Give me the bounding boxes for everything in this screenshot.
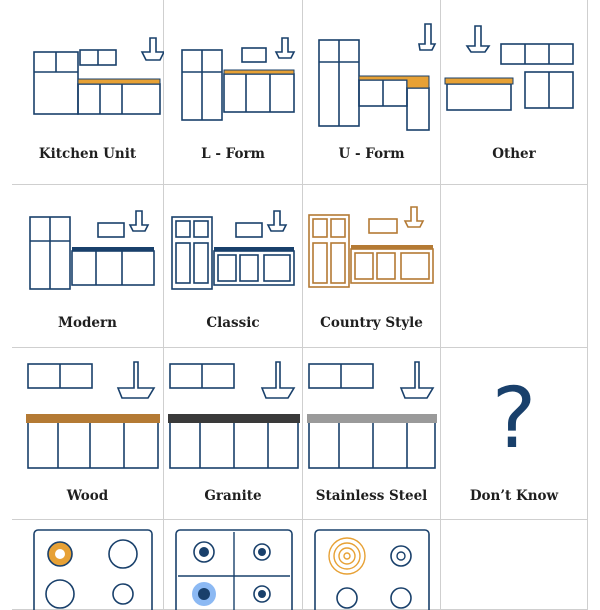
island-kitchen-icon [444, 25, 574, 111]
option-label: U - Form [338, 146, 405, 162]
option-label: Wood [66, 488, 109, 504]
option-label: Stainless Steel [315, 488, 428, 504]
granite-countertop-icon [168, 361, 300, 469]
option-empty-slot [441, 520, 588, 610]
option-label: Don’t Know [469, 488, 559, 504]
l-form-kitchen-icon [181, 37, 296, 121]
option-country-style[interactable]: Country Style [303, 185, 441, 348]
option-label: L - Form [201, 146, 265, 162]
option-label: Kitchen Unit [38, 146, 137, 162]
u-form-kitchen-icon [318, 23, 437, 131]
option-wood[interactable]: Wood [12, 348, 164, 520]
option-label: Country Style [320, 315, 423, 331]
kitchen-unit-icon [33, 37, 164, 115]
option-gas-hob[interactable] [164, 520, 303, 610]
steel-countertop-icon [307, 361, 437, 469]
wood-countertop-icon [26, 361, 160, 469]
option-dont-know[interactable]: ? Don’t Know [441, 348, 588, 520]
option-electric-hob[interactable] [12, 520, 164, 610]
option-modern[interactable]: Modern [12, 185, 164, 348]
country-kitchen-icon [308, 206, 434, 288]
option-other[interactable]: Other [441, 0, 588, 185]
option-kitchen-unit[interactable]: Kitchen Unit [12, 0, 164, 185]
electric-hob-icon [33, 529, 153, 610]
option-label: Classic [206, 315, 260, 331]
gas-hob-icon [175, 529, 293, 610]
question-mark-icon: ? [491, 369, 537, 467]
option-l-form[interactable]: L - Form [164, 0, 303, 185]
option-u-form[interactable]: U - Form [303, 0, 441, 185]
option-label: Modern [58, 315, 117, 331]
option-stainless-steel[interactable]: Stainless Steel [303, 348, 441, 520]
option-granite[interactable]: Granite [164, 348, 303, 520]
classic-kitchen-icon [171, 210, 295, 290]
option-empty-slot [441, 185, 588, 348]
option-classic[interactable]: Classic [164, 185, 303, 348]
option-induction-hob[interactable] [303, 520, 441, 610]
induction-hob-icon [314, 529, 430, 610]
option-label: Other [492, 146, 536, 162]
option-label: Granite [204, 488, 262, 504]
modern-kitchen-icon [29, 210, 155, 290]
